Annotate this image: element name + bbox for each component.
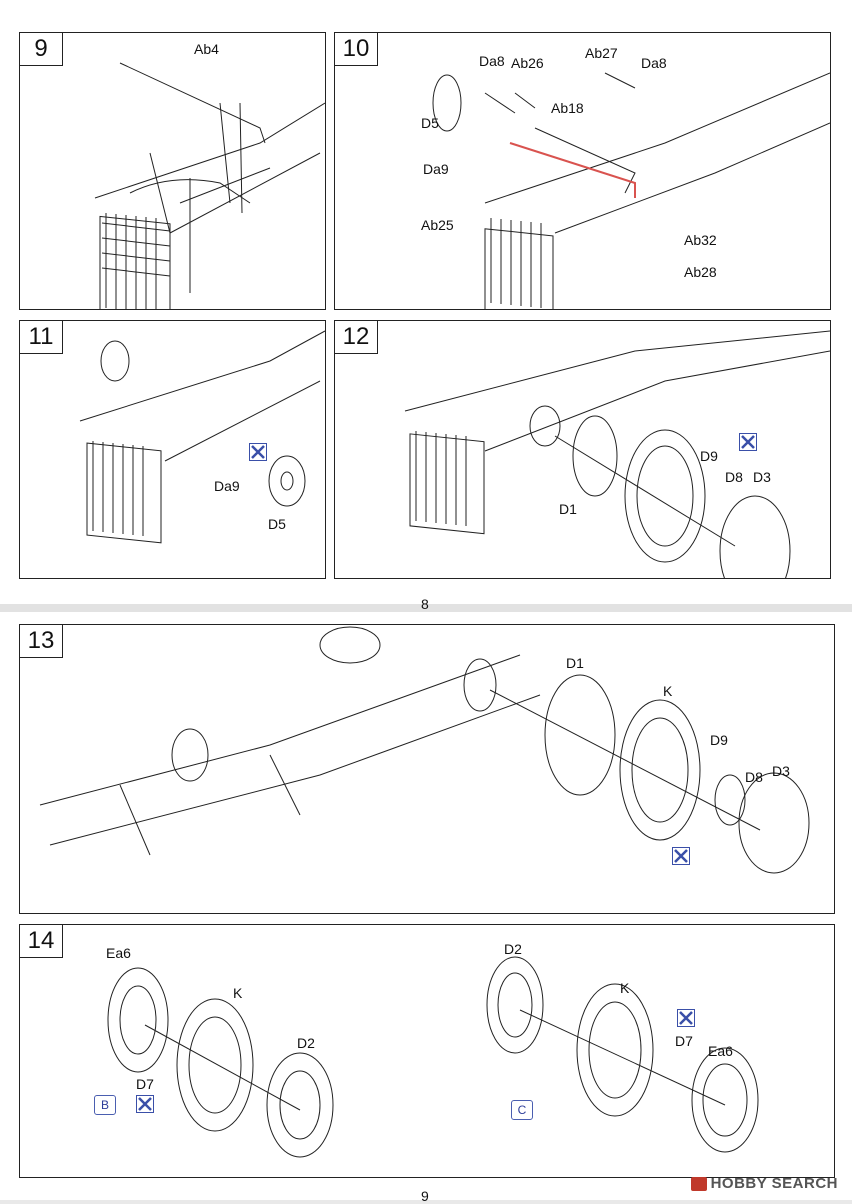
part-label-ab27: Ab27 [585,45,618,61]
step-number: 9 [20,33,63,66]
part-label-d2: D2 [297,1035,315,1051]
step-11-panel: 11 Da9 D5 [19,320,326,579]
variant-marker-b: B [94,1095,116,1115]
glue-cross-icon [677,1009,695,1027]
chassis-steering-drawing [432,72,830,309]
part-label-d9: D9 [700,448,718,464]
part-label-d2: D2 [504,941,522,957]
rear-axle-wheel-drawing [39,626,810,874]
part-label-d1: D1 [559,501,577,517]
part-label-ab4: Ab4 [194,41,219,57]
glue-cross-icon [672,847,690,865]
glue-cross-icon [136,1095,154,1113]
spare-wheel-drawing [107,956,759,1158]
step-13-panel: 13 D1 K D9 D8 D3 [19,624,835,914]
chassis-front-drawing [94,62,325,309]
part-label-ab18: Ab18 [551,100,584,116]
variant-marker-c: C [511,1100,533,1120]
part-label-d3: D3 [753,469,771,485]
page-number: 8 [421,596,429,612]
step-number: 10 [335,33,378,66]
part-label-d3: D3 [772,763,790,779]
chassis-front-wheel-hub-drawing [79,330,325,544]
part-label-d7: D7 [136,1076,154,1092]
part-label-ea6: Ea6 [106,945,131,961]
part-label-d9: D9 [710,732,728,748]
watermark: HOBBY SEARCH [690,1175,838,1192]
part-label-ab32: Ab32 [684,232,717,248]
part-label-d7: D7 [675,1033,693,1049]
part-label-ab25: Ab25 [421,217,454,233]
glue-cross-icon [249,443,267,461]
part-label-da8: Da8 [479,53,505,69]
part-label-d8: D8 [745,769,763,785]
step-10-panel: 10 Da8 Ab26 Ab27 Da8 D5 Ab18 Da9 Ab25 Ab… [334,32,831,310]
part-label-d8: D8 [725,469,743,485]
part-label-k: K [663,683,673,699]
part-label-d5: D5 [421,115,439,131]
part-label-ab26: Ab26 [511,55,544,71]
part-label-d1: D1 [566,655,584,671]
part-label-da9: Da9 [423,161,449,177]
step-14-panel: 14 Ea6 K D2 D7 B D2 K D7 Ea6 C [19,924,835,1178]
watermark-text: HOBBY SEARCH [710,1175,838,1192]
part-label-ab28: Ab28 [684,264,717,280]
part-label-ea6: Ea6 [708,1043,733,1059]
part-label-k: K [620,980,630,996]
step-9-panel: 9 Ab4 [19,32,326,310]
step-number: 12 [335,321,378,354]
hobby-search-logo-icon [690,1176,707,1191]
part-label-d5: D5 [268,516,286,532]
front-wheel-assembly-drawing [404,330,830,578]
page-number: 9 [421,1188,429,1204]
part-label-da9: Da9 [214,478,240,494]
part-label-k: K [233,985,243,1001]
step-12-panel: 12 D9 D8 D3 D1 [334,320,831,579]
step-number: 14 [20,925,63,958]
step-number: 13 [20,625,63,658]
part-label-da8: Da8 [641,55,667,71]
glue-cross-icon [739,433,757,451]
step-number: 11 [20,321,63,354]
